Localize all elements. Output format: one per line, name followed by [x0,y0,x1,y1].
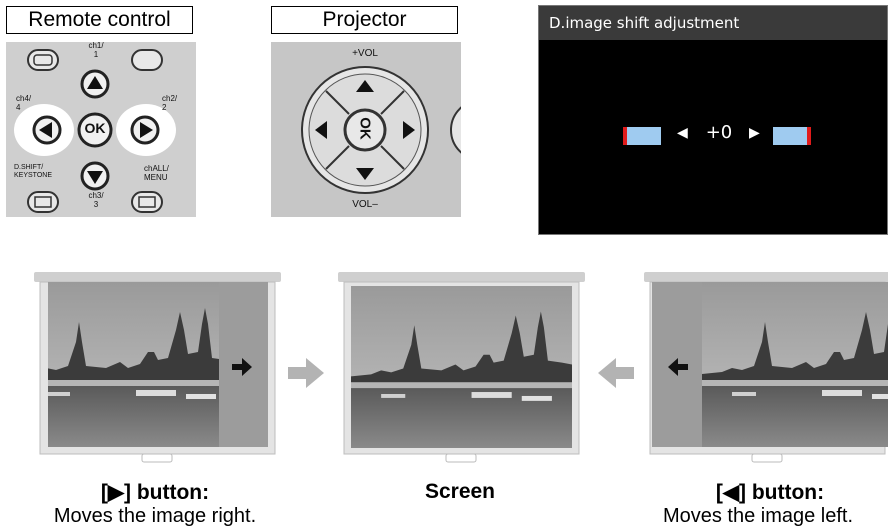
dshift-label: D.SHIFT/ KEYSTONE [14,164,52,179]
caption-screen-title: Screen [424,480,496,503]
projector-label: Projector [271,6,458,34]
projector-ok-label: OK [356,117,374,140]
projection-screen-illustration [338,272,585,463]
osd-left-bar [625,127,661,145]
vol-minus-label: VOL– [352,199,378,210]
screen-right-shift [34,272,281,466]
ch2-label: ch2/ 2 [162,94,178,112]
screen-center [338,272,585,466]
osd-right-arrow-icon: ▶ [749,125,760,141]
ch1-label: ch1/ 1 [88,42,104,59]
ch4-label: ch4/ 4 [16,94,32,112]
osd-menu: D.image shift adjustment ◀ +0 ▶ [538,5,888,235]
vol-plus-label: +VOL [352,48,378,59]
ok-label: OK [84,120,106,136]
remote-control-photo: OK ch1/ 1 ch4/ 4 ch2/ 2 D.SHIFT/ KEYSTON… [6,42,196,217]
osd-right-bar [773,127,809,145]
caption-left-button-title: [◀] button: [715,481,825,504]
caption-right-button-desc: Moves the image right. [53,505,257,527]
projector-pad-illustration [271,42,461,217]
projection-screen-illustration [34,272,281,463]
osd-right-marker [807,127,811,145]
chall-label: chALL/ MENU [144,164,169,182]
osd-title: D.image shift adjustment [539,6,887,40]
projection-screen-illustration [644,272,888,463]
gray-right-arrow-icon [288,358,324,388]
caption-right-button-title: [▶] button: [100,481,210,504]
remote-control-illustration [6,42,196,217]
caption-left-button-desc: Moves the image left. [662,505,854,527]
ch3-label: ch3/ 3 [88,191,104,209]
projector-photo: OK +VOL VOL– [271,42,461,217]
remote-control-label: Remote control [6,6,193,34]
osd-value: +0 [705,122,733,143]
gray-left-arrow-icon [598,358,634,388]
osd-left-marker [623,127,627,145]
osd-left-arrow-icon: ◀ [677,125,688,141]
screen-left-shift [644,272,888,466]
